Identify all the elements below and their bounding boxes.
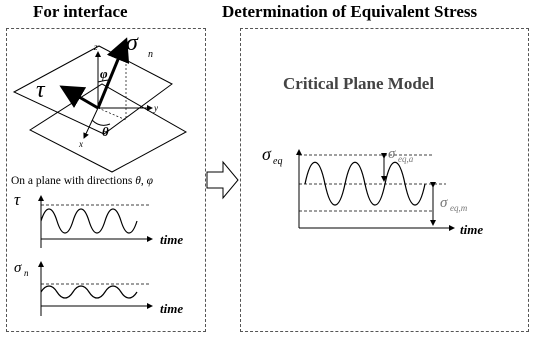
- eq-plot-time-label: time: [460, 222, 483, 237]
- tau-time-plot: τ time: [14, 190, 183, 248]
- phi-label: φ: [100, 66, 108, 81]
- mean-label-subscript: eq,m: [450, 203, 468, 213]
- tau-symbol: τ: [36, 77, 46, 103]
- equivalent-stress-panel: [240, 28, 529, 332]
- theta-arc: [91, 119, 111, 126]
- axis-x-line: [83, 107, 99, 139]
- eq-stress-wave: [304, 161, 426, 206]
- amplitude-label-subscript: eq,a: [398, 154, 414, 164]
- sigma-n-symbol: σ: [126, 30, 139, 56]
- eq-plot-subscript: eq: [273, 156, 282, 167]
- caption-prefix: On a plane with directions: [11, 175, 133, 187]
- sigma-n-vector: [96, 37, 130, 109]
- sigma-n-time-plot: σ n time: [14, 260, 183, 316]
- amplitude-label-symbol: σ: [388, 146, 396, 162]
- caption-phi: φ: [146, 175, 154, 187]
- tau-vector: [59, 85, 99, 110]
- phi-arc: [97, 79, 111, 83]
- tau-plot-time-label: time: [160, 232, 183, 247]
- sigma-plot-subscript: n: [24, 268, 29, 278]
- critical-plane-model-title: Critical Plane Model: [283, 74, 435, 93]
- axis-z-label: z: [93, 42, 98, 52]
- sigma-plot-symbol: σ: [14, 260, 22, 276]
- mean-label-symbol: σ: [440, 195, 448, 211]
- interface-panel: [6, 28, 206, 332]
- theta-label: θ: [102, 124, 109, 139]
- sigma-plot-time-label: time: [160, 301, 183, 316]
- sigma-n-subscript: n: [148, 49, 153, 60]
- right-panel-heading: Determination of Equivalent Stress: [222, 2, 478, 21]
- plane-orientation-diagram: z y x σ n τ φ θ: [12, 30, 188, 173]
- axis-x-label: x: [78, 139, 83, 149]
- tau-plot-symbol: τ: [14, 190, 21, 209]
- caption-theta: θ: [135, 175, 141, 187]
- caption-separator: ,: [140, 175, 144, 187]
- equivalent-stress-plot: σ eq time σ eq,a σ eq,m: [262, 144, 483, 237]
- tau-wave: [40, 208, 138, 234]
- eq-plot-symbol: σ: [262, 144, 272, 164]
- plane-upper: [12, 45, 173, 135]
- sigma-n-wave: [40, 285, 138, 299]
- left-panel-heading: For interface: [33, 2, 128, 21]
- projection-line-base: [97, 107, 127, 121]
- transfer-arrow: [206, 160, 239, 200]
- plane-direction-caption: On a plane with directions θ, φ: [11, 175, 153, 187]
- axis-y-label: y: [153, 103, 158, 113]
